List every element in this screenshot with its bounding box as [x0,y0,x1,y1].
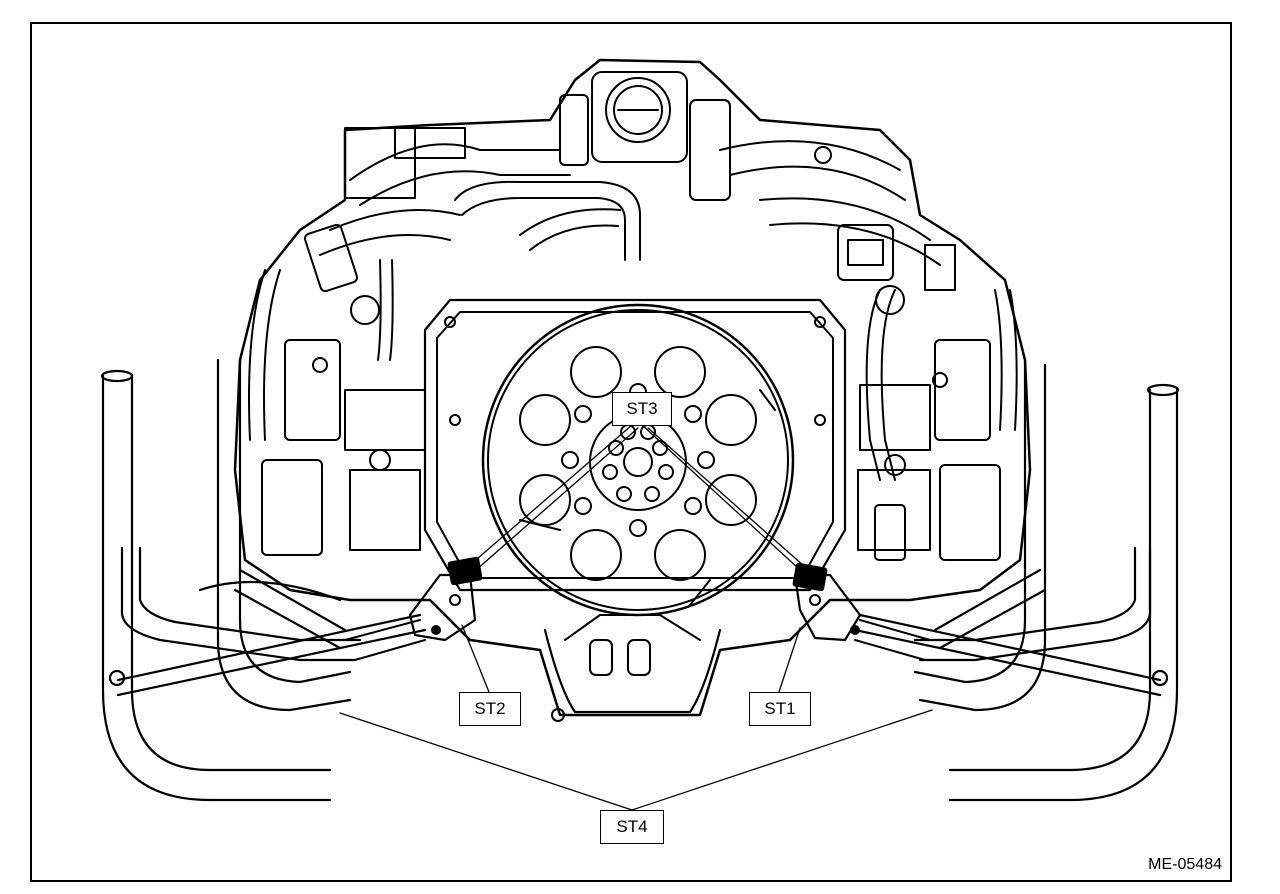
engine-stand-right [853,363,1180,802]
leader-lines [339,424,933,811]
figure-id: ME-05484 [1148,856,1222,873]
engine-clamp-left [344,556,483,661]
figure-frame [30,22,1232,882]
callout-st1: ST1 [749,692,811,726]
engine-block [233,58,1032,722]
callout-st3: ST3 [612,392,672,426]
engine-clamp-right [792,562,931,661]
flywheel [481,303,795,617]
callout-st2: ST2 [459,692,521,726]
engine-stand-left [100,358,427,802]
callout-st4: ST4 [600,810,664,844]
